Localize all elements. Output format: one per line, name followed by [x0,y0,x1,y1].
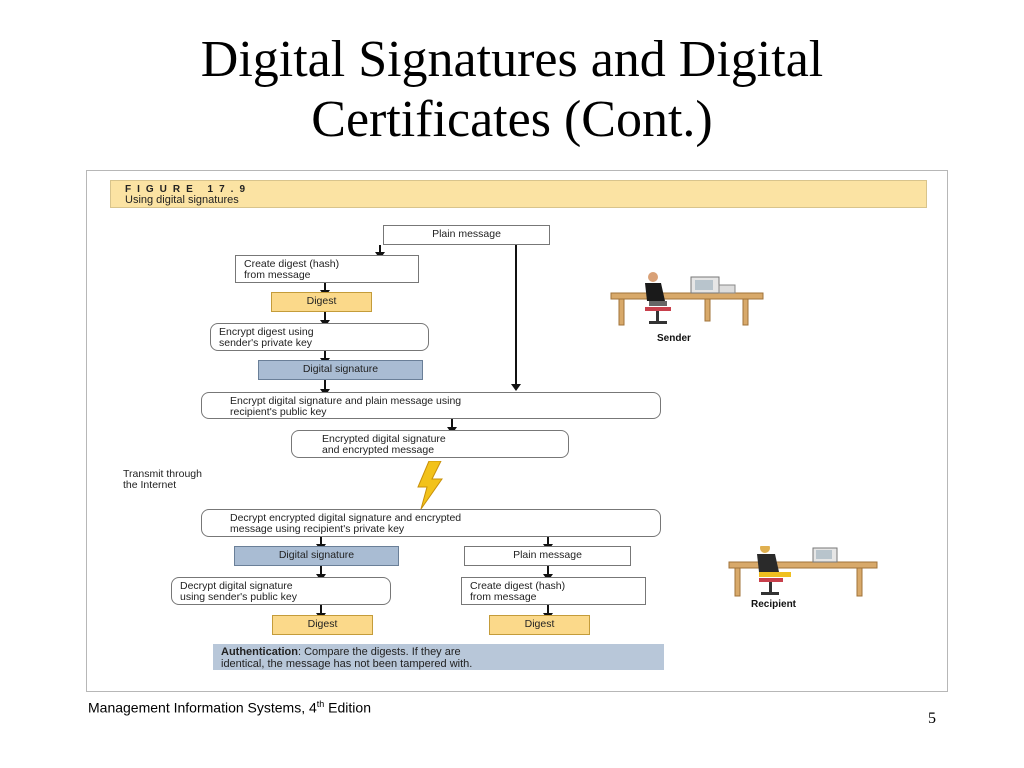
digital-signature-top-box: Digital signature [258,360,423,380]
digest-top-box: Digest [271,292,372,312]
plain-message-top-box: Plain message [383,225,550,245]
encrypt-signature-line1: Encrypt digital signature and plain mess… [230,395,462,407]
create-digest-bottom-box: Create digest (hash) from message [461,577,646,605]
decrypt-signature-line1: Decrypt digital signature [180,580,293,592]
authentication-text-2: identical, the message has not been tamp… [221,658,473,670]
arrow-create-to-digest [320,283,330,297]
create-digest-bottom-line2: from message [470,591,537,603]
decrypt-all-line1: Decrypt encrypted digital signature and … [230,512,462,524]
figure-number: FIGURE 17.9 [125,184,252,195]
create-digest-line2: from message [244,269,311,281]
lightning-bolt-icon [417,461,443,509]
arrow-plain-to-encrypt [511,245,521,391]
decrypt-all-box: Decrypt encrypted digital signature and … [201,509,661,537]
footer-text-main: Management Information Systems, 4 [88,699,317,716]
sender-label: Sender [657,333,691,344]
arrow-signature-to-encrypt [320,380,330,396]
arrow-encrypt-to-result [447,419,457,434]
encrypted-result-box: Encrypted digital signature and encrypte… [291,430,569,458]
encrypted-result-line1: Encrypted digital signature [322,433,446,445]
plain-message-bottom-label: Plain message [513,549,582,561]
page-number: 5 [928,710,936,727]
footer-superscript: th [316,699,325,709]
arrow-plain-to-create [375,245,385,259]
decrypt-signature-line2: using sender's public key [180,591,297,603]
encrypt-signature-box: Encrypt digital signature and plain mess… [201,392,661,419]
decrypt-signature-box: Decrypt digital signature using sender's… [171,577,391,605]
transmit-line2: the Internet [123,479,177,491]
recipient-illustration [728,546,878,597]
figure-caption: Using digital signatures [125,194,239,206]
arrow-signature-to-decrypt [316,566,326,581]
authentication-bold: Authentication [221,646,298,658]
sender-illustration [610,272,764,326]
decrypt-all-line2: message using recipient's private key [230,523,405,535]
encrypt-digest-line2: sender's private key [219,337,313,349]
authentication-text-1: : Compare the digests. If they are [298,646,461,658]
arrow-plain-to-create-digest [543,566,553,581]
arrow-decrypt-to-plain [543,537,553,551]
digest-right-box: Digest [489,615,590,635]
plain-message-top-label: Plain message [432,228,501,240]
transmit-label: Transmit through the Internet [123,469,202,491]
create-digest-box: Create digest (hash) from message [235,255,419,283]
arrow-create-to-digest-right [543,605,553,620]
footer-text-edition: Edition [324,699,371,716]
encrypt-digest-line1: Encrypt digest using [219,326,314,338]
create-digest-bottom-line1: Create digest (hash) [470,580,566,592]
create-digest-line1: Create digest (hash) [244,258,340,270]
slide-title: Digital Signatures and Digital Certifica… [0,30,1024,150]
footer-text: Management Information Systems, 4th Edit… [88,699,371,716]
figure-frame: FIGURE 17.9 Using digital signatures Pla… [86,170,948,692]
figure-header: FIGURE 17.9 Using digital signatures [110,180,927,208]
slide-title-line1: Digital Signatures and Digital [200,31,824,88]
digest-right-label: Digest [524,618,555,630]
authentication-note: Authentication: Compare the digests. If … [213,644,664,670]
digital-signature-bottom-label: Digital signature [278,549,355,561]
digital-signature-top-label: Digital signature [302,363,379,375]
arrow-digest-to-encrypt [320,312,330,327]
slide-title-line2: Certificates (Cont.) [311,91,713,148]
digest-left-label: Digest [307,618,338,630]
transmit-line1: Transmit through [123,468,202,480]
plain-message-bottom-box: Plain message [464,546,631,566]
digest-left-box: Digest [272,615,373,635]
encrypt-signature-line2: recipient's public key [230,406,327,418]
encrypt-digest-box: Encrypt digest using sender's private ke… [210,323,429,351]
arrow-decrypt-to-digest-left [316,605,326,620]
arrow-encrypt-to-signature [320,351,330,365]
encrypted-result-line2: and encrypted message [322,444,435,456]
digital-signature-bottom-box: Digital signature [234,546,399,566]
arrow-decrypt-to-signature [316,537,326,551]
digest-top-label: Digest [306,295,337,307]
recipient-label: Recipient [751,599,797,610]
